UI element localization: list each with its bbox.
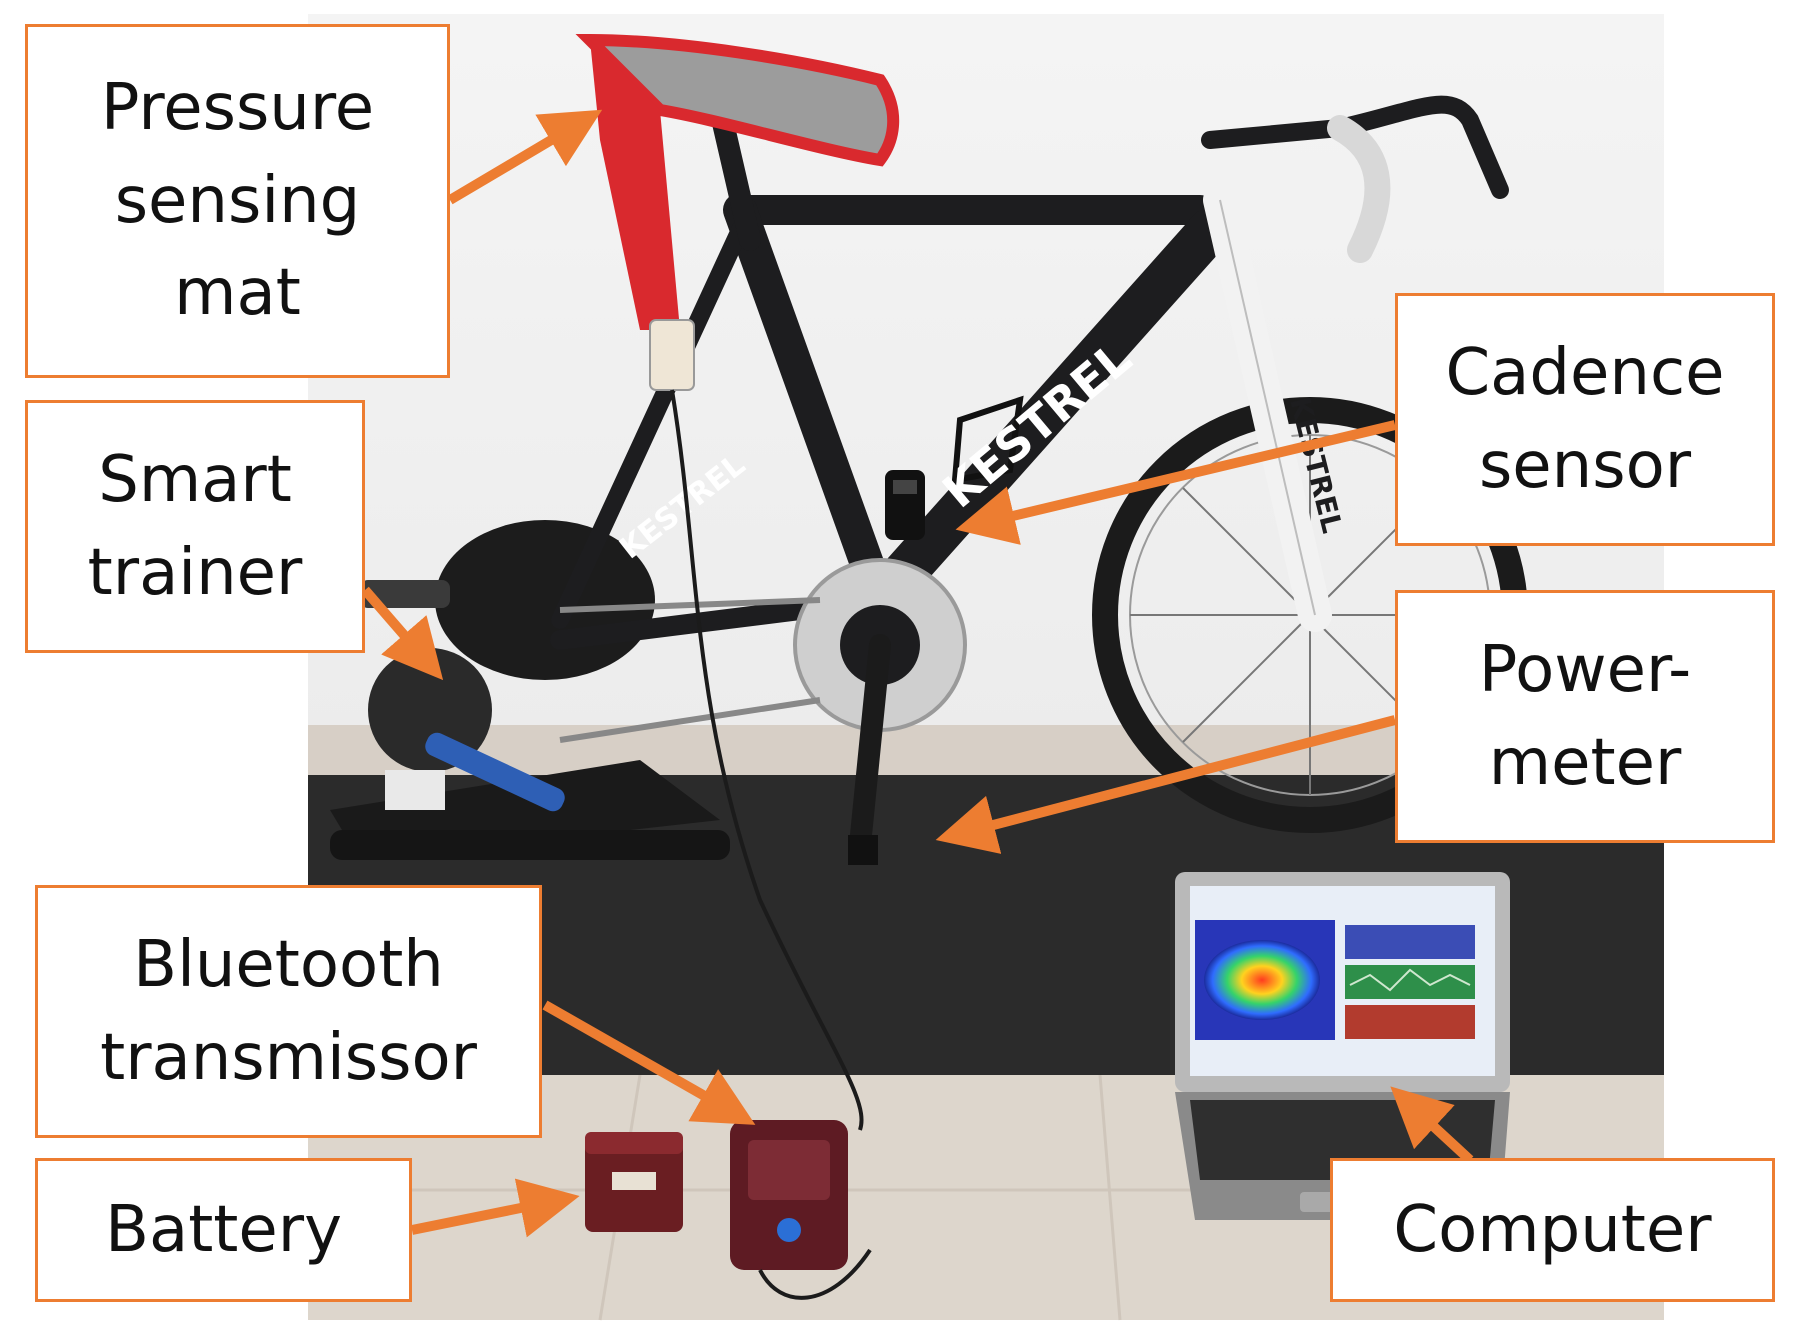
label-battery: Battery	[35, 1158, 412, 1302]
arrow-computer	[1390, 1086, 1474, 1164]
label-cadence-sensor: Cadence sensor	[1395, 293, 1775, 546]
label-smart-trainer-text: Smart trainer	[87, 442, 303, 610]
transmitter-icon	[730, 1120, 872, 1300]
annotation-arrows	[361, 109, 1474, 1238]
label-bluetooth-transmissor: Bluetooth transmissor	[35, 885, 542, 1138]
arrow-cadence-sensor	[955, 420, 1397, 545]
label-computer-text: Computer	[1393, 1192, 1712, 1267]
arrow-battery	[411, 1178, 580, 1238]
label-pressure-sensing-mat: Pressure sensing mat	[25, 24, 450, 378]
label-battery-text: Battery	[105, 1192, 342, 1267]
arrow-smart-trainer	[361, 586, 444, 681]
label-bluetooth-transmissor-text: Bluetooth transmissor	[100, 927, 477, 1095]
arrow-pressure-mat	[447, 109, 603, 205]
power-meter-icon	[848, 835, 878, 865]
battery-icon	[585, 1132, 683, 1232]
label-power-meter: Power- meter	[1395, 590, 1775, 843]
arrow-bluetooth	[542, 1000, 756, 1125]
label-smart-trainer: Smart trainer	[25, 400, 365, 653]
label-computer: Computer	[1330, 1158, 1775, 1302]
cadence-sensor-icon	[885, 470, 925, 540]
label-pressure-sensing-mat-text: Pressure sensing mat	[100, 70, 375, 331]
arrow-power-meter	[935, 715, 1397, 854]
label-power-meter-text: Power- meter	[1478, 632, 1692, 800]
pressure-mat-icon	[575, 33, 900, 1131]
label-cadence-sensor-text: Cadence sensor	[1445, 335, 1725, 503]
